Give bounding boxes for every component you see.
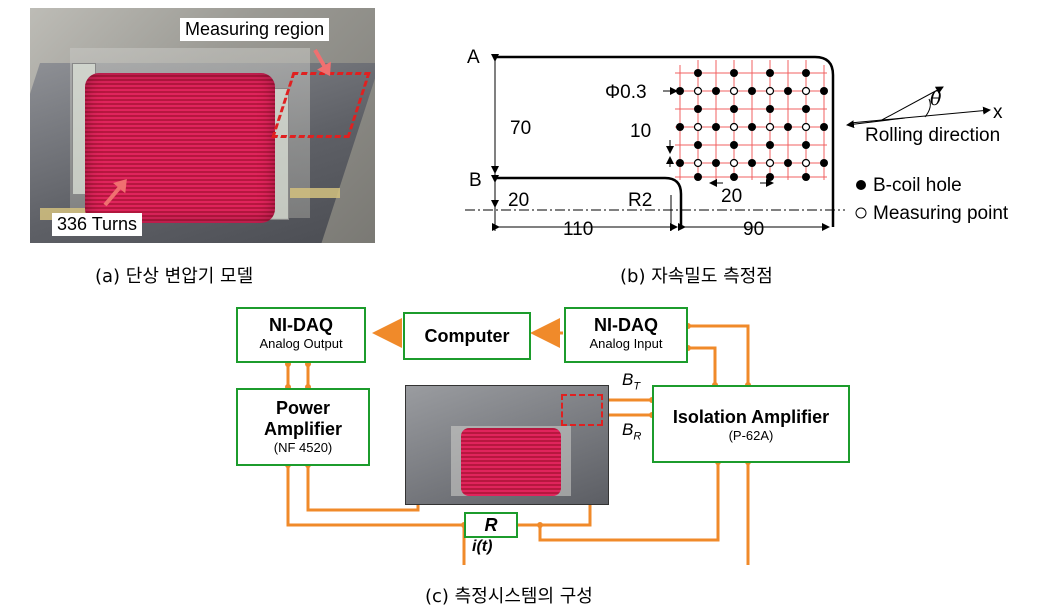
caption-b: (b) 자속밀도 측정점	[620, 266, 773, 287]
dim-10: 10	[630, 121, 651, 142]
resistor-block: R	[464, 512, 518, 538]
legend-hole-label: B-coil hole	[873, 175, 962, 196]
daq-output-title: NI-DAQ	[269, 315, 333, 335]
x-axis-label: x	[993, 102, 1003, 123]
resistor-label: R	[484, 515, 498, 535]
br-label: BR	[622, 420, 642, 443]
dim-70: 70	[510, 118, 531, 139]
legend-point-icon	[855, 207, 867, 219]
dim-r2: R2	[628, 190, 652, 211]
daq-input-title: NI-DAQ	[594, 315, 658, 335]
dim-phi: Φ0.3	[605, 82, 647, 103]
dim-20-grid: 20	[721, 186, 742, 207]
isolation-amplifier-block: Isolation Amplifier (P-62A)	[652, 385, 850, 463]
rolling-direction-label: Rolling direction	[865, 125, 1000, 146]
legend-point-label: Measuring point	[873, 203, 1009, 224]
caption-c: (c) 측정시스템의 구성	[425, 586, 593, 607]
dim-20-left: 20	[508, 190, 529, 211]
measuring-point-diagram: A B 70 20 R2 110 90 Φ0.3 10 20 θ x Rolli…	[465, 47, 1009, 240]
transformer-photo: Measuring region 336 Turns	[30, 8, 375, 243]
bt-label: BT	[622, 370, 641, 393]
power-amp-line1: Power	[275, 398, 331, 418]
point-a: A	[467, 47, 480, 68]
specimen-outline-top	[495, 55, 835, 227]
daq-input-block: NI-DAQ Analog Input	[564, 307, 688, 363]
point-b: B	[469, 170, 482, 191]
b-coil-holes	[676, 69, 828, 181]
transformer-photo-small	[405, 385, 609, 505]
small-coil	[461, 428, 561, 496]
measuring-points	[693, 86, 811, 168]
small-measuring-box	[561, 394, 603, 426]
daq-input-sub: Analog Input	[589, 336, 663, 351]
measuring-region-label: Measuring region	[180, 18, 330, 41]
rolling-direction-arrow	[849, 106, 991, 124]
dim-110: 110	[563, 219, 593, 240]
coil-winding	[85, 73, 275, 223]
iso-amp-model: (P-62A)	[728, 428, 774, 443]
specimen-outline-bottom	[495, 176, 683, 227]
turns-label: 336 Turns	[52, 213, 143, 236]
dim-90: 90	[743, 219, 764, 240]
legend-hole-icon	[856, 180, 866, 190]
iso-amp-label: Isolation Amplifier	[672, 407, 830, 427]
computer-block: Computer	[403, 312, 531, 360]
computer-label: Computer	[424, 326, 510, 346]
daq-output-block: NI-DAQ Analog Output	[236, 307, 366, 363]
current-label: i(t)	[472, 538, 493, 555]
power-amp-model: (NF 4520)	[273, 440, 333, 455]
power-amplifier-block: Power Amplifier (NF 4520)	[236, 388, 370, 466]
theta-arrow	[879, 86, 944, 122]
power-amp-line2: Amplifier	[263, 419, 342, 439]
caption-a: (a) 단상 변압기 모델	[95, 266, 254, 287]
theta-label: θ	[930, 88, 942, 110]
daq-output-sub: Analog Output	[259, 336, 343, 351]
